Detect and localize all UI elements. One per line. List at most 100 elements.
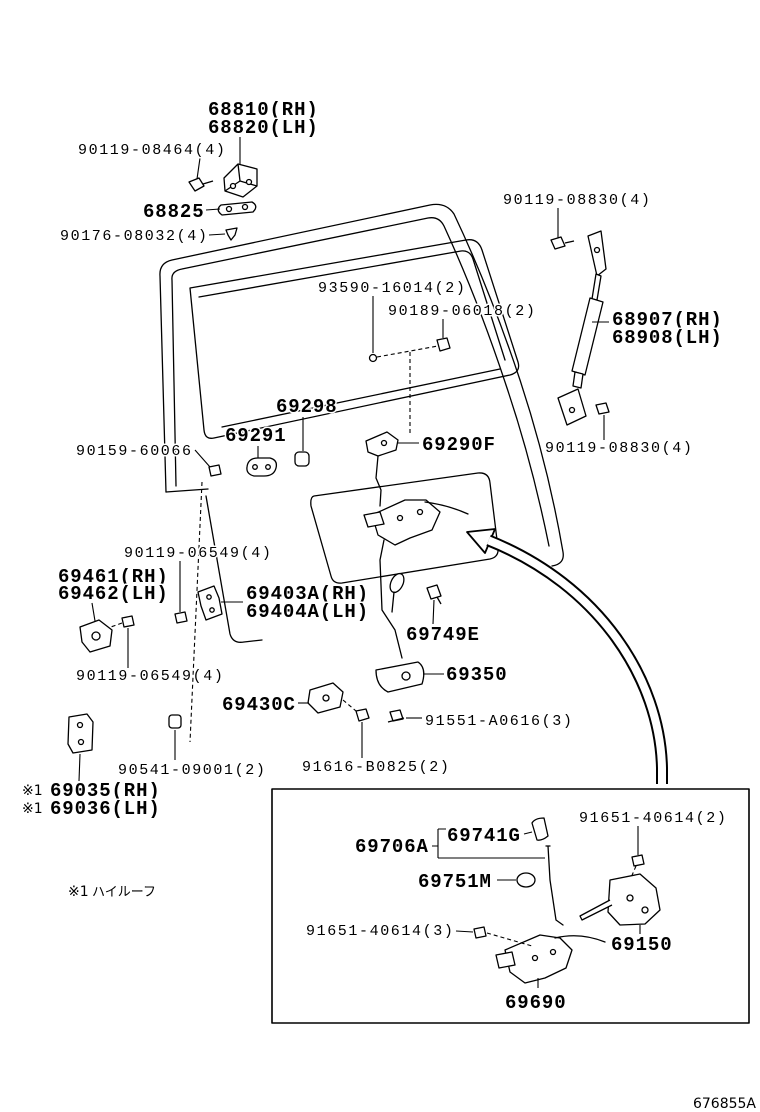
callout-lock-69350: 69350 [446, 664, 508, 686]
clip-69749E [426, 584, 442, 605]
clip-body [426, 584, 442, 600]
bumper-body [246, 457, 278, 477]
knob-69751M [516, 872, 536, 888]
latch-hole [322, 694, 330, 702]
callout-stay-rh: 68907(RH) [612, 309, 723, 331]
gasket-body [217, 201, 257, 216]
screw-91651-upper [631, 854, 645, 867]
callout-screw-91616: 91616-B0825(2) [302, 759, 450, 776]
dash-left-hinge-axis [189, 481, 203, 743]
hi-roof-marker: ※1 [22, 783, 43, 799]
lock-69690 [495, 934, 573, 984]
connecting-rod-lower [379, 539, 403, 659]
bracket-69035 [67, 713, 94, 754]
callout-stay-bolt-upper: 90119-08830(4) [503, 192, 651, 209]
actuator-hole [641, 906, 649, 914]
hinge-bolt [188, 177, 214, 192]
screw-93590 [368, 353, 378, 363]
stay-rod [591, 273, 602, 301]
callout-bolt-upper: 90119-06549(4) [124, 545, 272, 562]
door-outer-edge [159, 203, 564, 567]
callout-hinge-gasket: 68825 [143, 201, 205, 223]
door-window-inner-top [198, 250, 506, 361]
leader-lines [78, 137, 609, 782]
callout-clip-69749E: 69749E [406, 624, 480, 646]
rod-pin-69741G [531, 817, 549, 841]
leader-line [196, 157, 201, 180]
inset-labels: 69706A 69741G 91651-40614(2) 69751M 9165… [305, 809, 728, 1016]
lock-69350 [375, 661, 425, 693]
clip-tab [436, 596, 442, 605]
callout-door-hinge-lh: 68820(LH) [208, 117, 319, 139]
door-hinge [223, 163, 258, 198]
hinge-gasket [217, 201, 257, 216]
callout-bracket-rh: 69403A(RH) [246, 583, 369, 605]
gasket-hole [241, 203, 249, 211]
callout-bolt-lower: 90119-06549(4) [76, 668, 224, 685]
door-stay [550, 230, 610, 426]
stay-bracket-hole [568, 406, 576, 414]
inset-rod [545, 845, 564, 926]
leader-line [78, 753, 81, 782]
callout-striker-lh: 69462(LH) [58, 583, 169, 605]
assembly-lines [107, 345, 439, 743]
cushion-69298 [294, 451, 310, 467]
callout-lock-69690: 69690 [505, 992, 567, 1014]
latch-hole [396, 514, 404, 522]
screw-91651-lower [473, 926, 487, 939]
actuator-69150 [579, 873, 661, 926]
lock-hole [531, 954, 539, 962]
note-marker: ※1 [68, 884, 89, 900]
door-inner-edge [171, 217, 550, 547]
callout-door-hinge-rh: 68810(RH) [208, 99, 319, 121]
actuator-body [607, 873, 661, 926]
callout-knob-69751M: 69751M [418, 871, 492, 893]
detail-arrow [466, 528, 668, 786]
callout-latch-69430C: 69430C [222, 694, 296, 716]
stay-end [572, 371, 584, 389]
latch-69430C [307, 682, 344, 714]
connecting-rod-upper [375, 455, 382, 507]
diagram-code: 676855A [693, 1096, 756, 1112]
latch-motor [363, 511, 385, 528]
hi-roof-marker: ※1 [22, 801, 43, 817]
callout-bracket-lh: 69404A(LH) [246, 601, 369, 623]
callout-hinge-bolt: 90119-08464(4) [78, 142, 226, 159]
cushion-90541 [168, 714, 182, 729]
callout-screw-93590: 93590-16014(2) [318, 280, 466, 297]
stay-bracket-hole [593, 246, 601, 254]
rod-assy-bracket [432, 828, 545, 859]
lock-hole [549, 948, 557, 956]
dash-screw-to-clip [376, 345, 439, 358]
stay-upper-bracket [587, 230, 607, 277]
door-lower-step [165, 488, 209, 493]
callout-stay-lh: 68908(LH) [612, 327, 723, 349]
leader-line [432, 599, 435, 625]
dash-screw-to-latch [342, 699, 357, 712]
bumper-hole [252, 464, 258, 470]
door-window-opening [189, 239, 520, 439]
dash-screw-to-lock [486, 932, 533, 947]
lock-body [375, 661, 425, 693]
stay-upper-bolt [550, 236, 575, 250]
door-window-inner-bottom [221, 368, 501, 428]
license-plate-recess [310, 472, 499, 584]
bumper-hole [265, 464, 271, 470]
leader-line [208, 233, 226, 236]
screw-head [389, 709, 404, 722]
callout-screw-91651-upper: 91651-40614(2) [579, 810, 727, 827]
lock-motor [495, 951, 516, 969]
bracket-hole [77, 738, 85, 746]
screw-91616 [355, 708, 370, 722]
latch-hole [416, 508, 424, 516]
callout-part-69035: 69035(RH) [50, 780, 161, 802]
bracket-69403A [197, 585, 223, 621]
latch-cable [424, 501, 469, 515]
hinge-clip [225, 227, 238, 241]
clip-90189 [436, 337, 451, 352]
door-lower-left-edge [205, 495, 263, 643]
bolt-90119-upper [174, 611, 188, 624]
callout-striker-69290F: 69290F [422, 434, 496, 456]
hinge-hole [229, 182, 237, 190]
